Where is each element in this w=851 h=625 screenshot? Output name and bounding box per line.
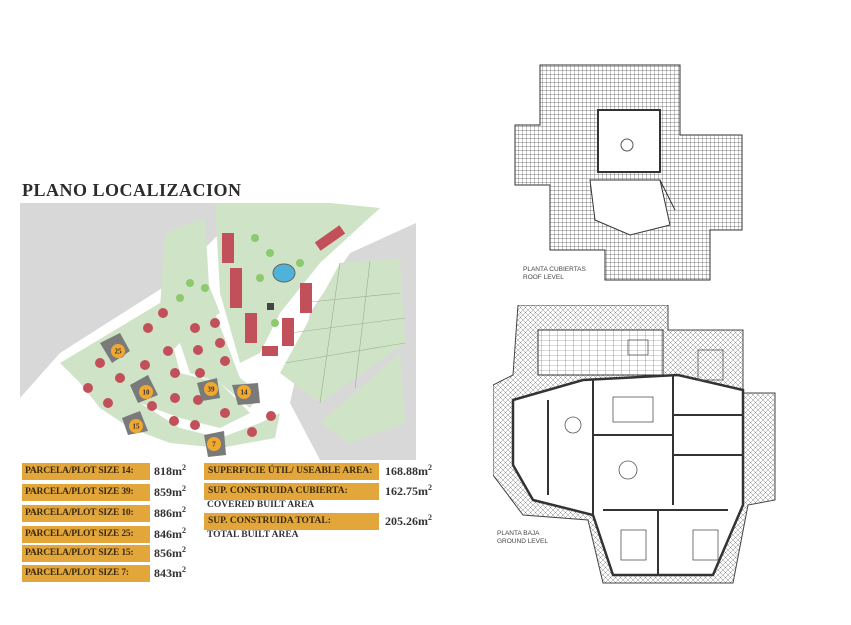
terrace [537,329,664,376]
plot-size-row: PARCELA/PLOT SIZE 39:859m2 [22,484,186,501]
area-value: 168.88m2 [385,463,432,479]
plot-marker-7: 7 [212,441,216,449]
plot-label: PARCELA/PLOT SIZE 25: [22,526,150,543]
pond [272,263,296,283]
plot-size-row: PARCELA/PLOT SIZE 14:818m2 [22,463,186,480]
area-label: SUP. CONSTRUIDA TOTAL: [204,513,379,530]
plot-marker-10: 10 [143,389,151,397]
page-title: PLANO LOCALIZACION [22,180,242,200]
area-label: SUP. CONSTRUIDA CUBIERTA: [204,483,379,500]
plot-value: 846m2 [154,526,186,542]
house-walls [511,373,745,577]
plot-marker-25: 25 [115,348,123,356]
plot-value: 886m2 [154,505,186,521]
area-value: 162.75m2 [385,483,432,499]
trees [176,234,304,327]
area-label: SUPERFICIE ÚTIL/ USEABLE AREA: [204,463,379,480]
clubhouse [267,303,274,310]
plot-marker-14: 14 [241,389,249,397]
site-map: 25 10 39 14 15 7 [20,203,416,460]
residential-zone-west [60,263,280,448]
ground-floor-plan-drawing [493,305,776,584]
roof-plan-drawing [514,64,743,281]
plot-marker-15: 15 [133,423,141,431]
total-area-row: SUP. CONSTRUIDA TOTAL: 205.26m2 [204,513,432,530]
plot-size-row: PARCELA/PLOT SIZE 15:856m2 [22,545,186,562]
plot-label: PARCELA/PLOT SIZE 10: [22,505,150,522]
useable-area-row: SUPERFICIE ÚTIL/ USEABLE AREA: 168.88m2 [204,463,432,480]
plot-size-row: PARCELA/PLOT SIZE 10:886m2 [22,505,186,522]
plot-label: PARCELA/PLOT SIZE 7: [22,565,150,582]
plot-size-row: PARCELA/PLOT SIZE 25:846m2 [22,526,186,543]
area-value: 205.26m2 [385,513,432,529]
future-plots-east [280,258,405,403]
plot-label: PARCELA/PLOT SIZE 14: [22,463,150,480]
plot-value: 818m2 [154,463,186,479]
covered-area-sublabel: COVERED BUILT AREA [207,500,315,510]
plot-label: PARCELA/PLOT SIZE 39: [22,484,150,501]
plot-label: PARCELA/PLOT SIZE 15: [22,545,150,562]
plot-value: 859m2 [154,484,186,500]
plot-value: 856m2 [154,545,186,561]
houses [83,225,346,437]
roof-terrace [597,109,661,173]
plot-value: 843m2 [154,565,186,581]
plot-marker-39: 39 [208,386,216,394]
plot-size-row: PARCELA/PLOT SIZE 7:843m2 [22,565,186,582]
total-area-sublabel: TOTAL BUILT AREA [207,530,299,540]
covered-area-row: SUP. CONSTRUIDA CUBIERTA: 162.75m2 [204,483,432,500]
